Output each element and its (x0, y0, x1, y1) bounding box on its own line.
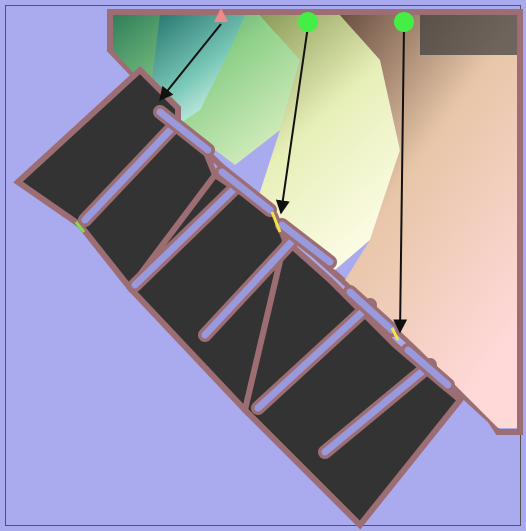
channel-4 (251, 285, 399, 415)
arrows (159, 23, 408, 334)
source-marker-triangle (214, 8, 228, 22)
target-marker-circle-1 (298, 12, 318, 32)
arrow-3 (393, 25, 408, 334)
arrow-1 (159, 23, 222, 102)
channel-2 (128, 165, 277, 292)
region-pink (340, 15, 517, 428)
channel-5 (318, 343, 455, 459)
arrow-2 (275, 25, 309, 215)
top-right-dark (420, 15, 517, 55)
channels (78, 105, 455, 459)
highlight-2 (390, 327, 400, 341)
highlight-3 (74, 221, 86, 233)
region-yellow (258, 15, 400, 270)
channel-1 (78, 105, 215, 227)
target-marker-circle-2 (394, 12, 414, 32)
highlight-1 (270, 211, 282, 233)
channel-3 (198, 218, 337, 342)
